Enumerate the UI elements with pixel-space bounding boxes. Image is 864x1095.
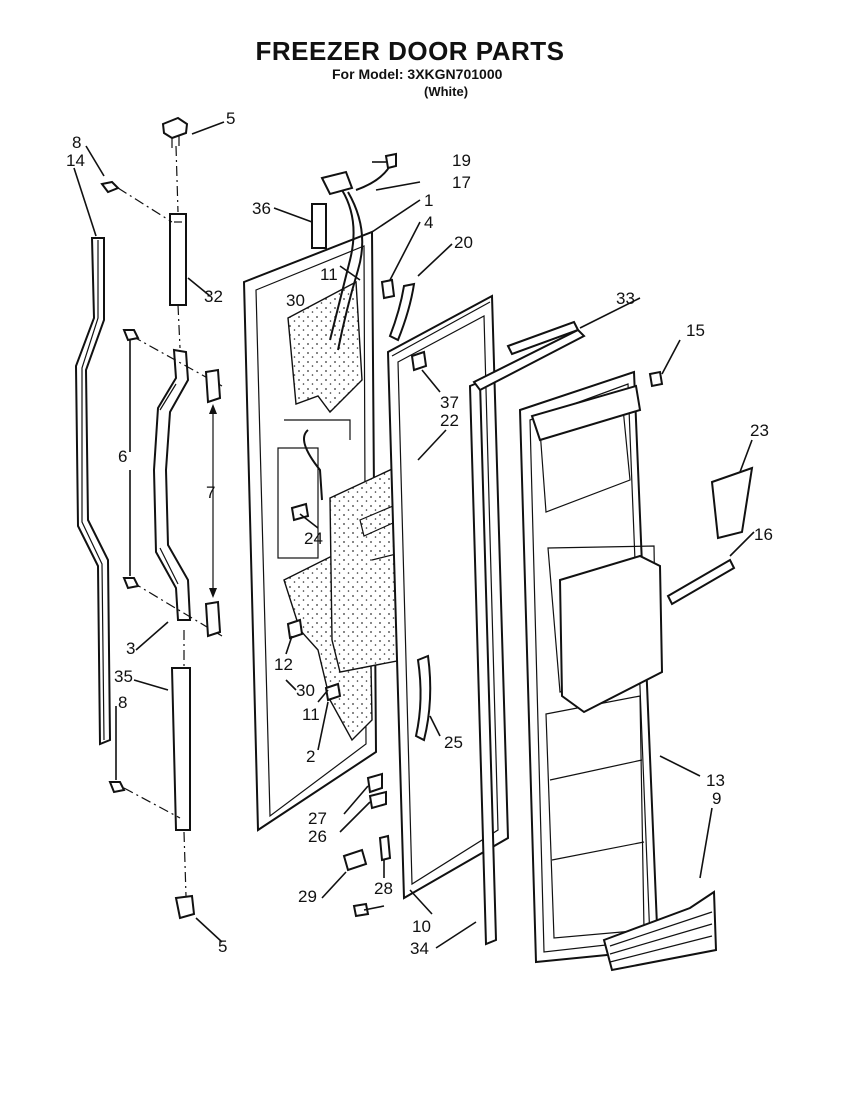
- screw-axis-8-top: [117, 187, 173, 223]
- screw-icon: [100, 180, 120, 194]
- door-liner: [242, 230, 378, 832]
- callout-27: 27: [308, 809, 327, 828]
- wire-harness: [320, 161, 393, 351]
- callout-23: 23: [750, 421, 769, 440]
- bushing-26: [368, 790, 387, 810]
- clip-12: [286, 618, 304, 640]
- callout-17: 17: [452, 173, 471, 192]
- callout-13: 13: [706, 771, 725, 790]
- callout-32: 32: [204, 287, 223, 306]
- model-number: For Model: 3XKGN701000: [332, 66, 503, 82]
- hinge-axis-mid: [177, 304, 181, 349]
- breaker-strip-top: [472, 328, 586, 392]
- callout-5-top: 5: [226, 109, 235, 128]
- screw-axis-8-bottom: [123, 787, 181, 819]
- callout-33: 33: [616, 289, 635, 308]
- callout-37: 37: [440, 393, 459, 412]
- callout-9: 9: [712, 789, 721, 808]
- callout-1: 1: [424, 191, 433, 210]
- color-note: (White): [424, 84, 469, 99]
- door-stripe: [311, 203, 327, 249]
- dispenser-housing: [558, 554, 664, 714]
- screw-icon: [122, 577, 140, 590]
- retainer-24: [290, 502, 310, 522]
- callout-16: 16: [754, 525, 773, 544]
- hinge-cover-25: [414, 654, 432, 742]
- screw-icon: [384, 152, 397, 170]
- screw-icon: [352, 902, 370, 918]
- callout-30-top: 30: [286, 291, 305, 310]
- callout-2: 2: [306, 747, 315, 766]
- callout-10: 10: [412, 917, 431, 936]
- callout-36: 36: [252, 199, 271, 218]
- callout-24: 24: [304, 529, 323, 548]
- hinge-cover-20: [388, 282, 416, 342]
- callout-11-bottom: 11: [302, 705, 320, 724]
- callout-22: 22: [440, 411, 459, 430]
- callout-7: 7: [206, 483, 215, 502]
- ice-chute: [710, 466, 754, 540]
- screw-icon: [648, 370, 664, 388]
- door-handle: [152, 348, 192, 621]
- screw-icon: [108, 781, 126, 794]
- screw-cap-37: [410, 350, 428, 372]
- clip-2: [324, 682, 342, 702]
- handle-trim: [74, 237, 112, 746]
- top-hinge-pin: [161, 116, 189, 148]
- callout-19: 19: [452, 151, 471, 170]
- bottom-hinge-pin: [174, 894, 196, 920]
- screw-icon: [122, 329, 140, 342]
- callout-15: 15: [686, 321, 705, 340]
- lower-hinge-bracket: [170, 667, 191, 831]
- callout-3: 3: [126, 639, 135, 658]
- hinge-axis-top: [175, 145, 179, 213]
- light-strip: [666, 558, 736, 606]
- callout-4: 4: [424, 213, 433, 232]
- trim-33: [506, 320, 580, 356]
- callout-26: 26: [308, 827, 327, 846]
- bracket-29: [342, 848, 368, 872]
- hinge-axis-bottom: [183, 831, 187, 897]
- washer-27: [366, 772, 383, 794]
- switch-4: [380, 278, 396, 300]
- upper-hinge-bracket: [169, 213, 187, 306]
- callout-14: 14: [66, 151, 85, 170]
- door-shelves: [602, 890, 718, 972]
- callout-6: 6: [118, 447, 127, 466]
- handle-cap-bottom: [204, 600, 222, 638]
- handle-cap-top: [204, 368, 222, 404]
- callout-8-bottom: 8: [118, 693, 127, 712]
- callout-20: 20: [454, 233, 473, 252]
- callout-28: 28: [374, 879, 393, 898]
- callout-35: 35: [114, 667, 133, 686]
- callout-29: 29: [298, 887, 317, 906]
- callout-5-bottom: 5: [218, 937, 227, 956]
- callout-30-bottom: 30: [296, 681, 315, 700]
- callout-34: 34: [410, 939, 429, 958]
- door-top-cap: [530, 384, 642, 442]
- diagram-title: FREEZER DOOR PARTS: [255, 36, 565, 66]
- callout-8-top: 8: [72, 133, 81, 152]
- screw-28: [378, 834, 392, 862]
- callout-12: 12: [274, 655, 293, 674]
- callout-11-top: 11: [320, 265, 338, 284]
- callout-25: 25: [444, 733, 463, 752]
